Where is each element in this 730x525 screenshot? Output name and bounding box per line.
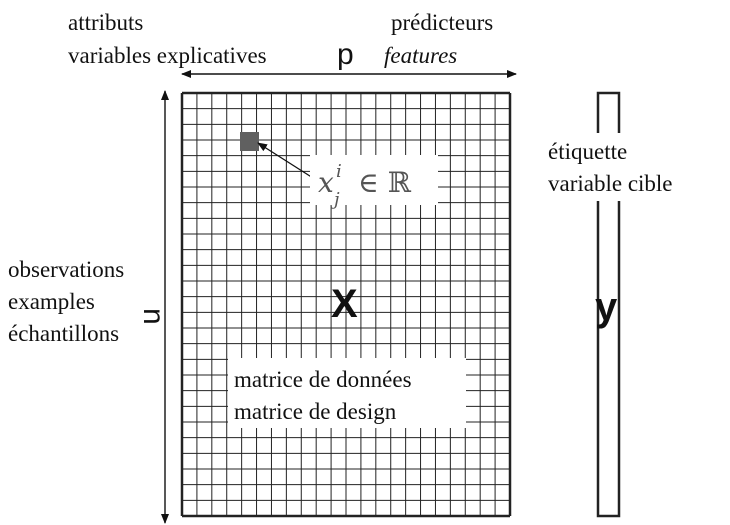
caption-matrice-de-donnees: matrice de données [234,367,412,392]
label-etiquette: étiquette [548,139,627,164]
label-variables-explicatives: variables explicatives [68,43,267,68]
label-predicteurs: prédicteurs [391,10,493,35]
formula-x: x [318,166,334,199]
highlighted-cell [240,132,259,151]
label-variable-cible: variable cible [548,171,673,196]
matrix-caption-box [228,358,466,428]
cell-pointer-arrow [257,142,314,179]
label-echantillons: échantillons [8,321,119,346]
target-label-box [544,133,714,201]
caption-matrice-de-design: matrice de design [234,399,397,424]
cell-formula: x i j ∈ ℝ [318,151,412,212]
formula-sup-i: i [336,161,342,182]
symbol-X: X [331,282,358,326]
symbol-y: y [595,285,618,329]
formula-sub-j: j [330,189,340,210]
label-features: features [384,43,457,68]
label-observations: observations [8,257,124,282]
symbol-n: n [137,308,170,325]
label-attributs: attributs [68,10,143,35]
formula-in-reals: ∈ ℝ [358,166,412,199]
symbol-p: p [337,38,354,71]
cell-formula-box [310,155,438,205]
label-examples: examples [8,289,95,314]
